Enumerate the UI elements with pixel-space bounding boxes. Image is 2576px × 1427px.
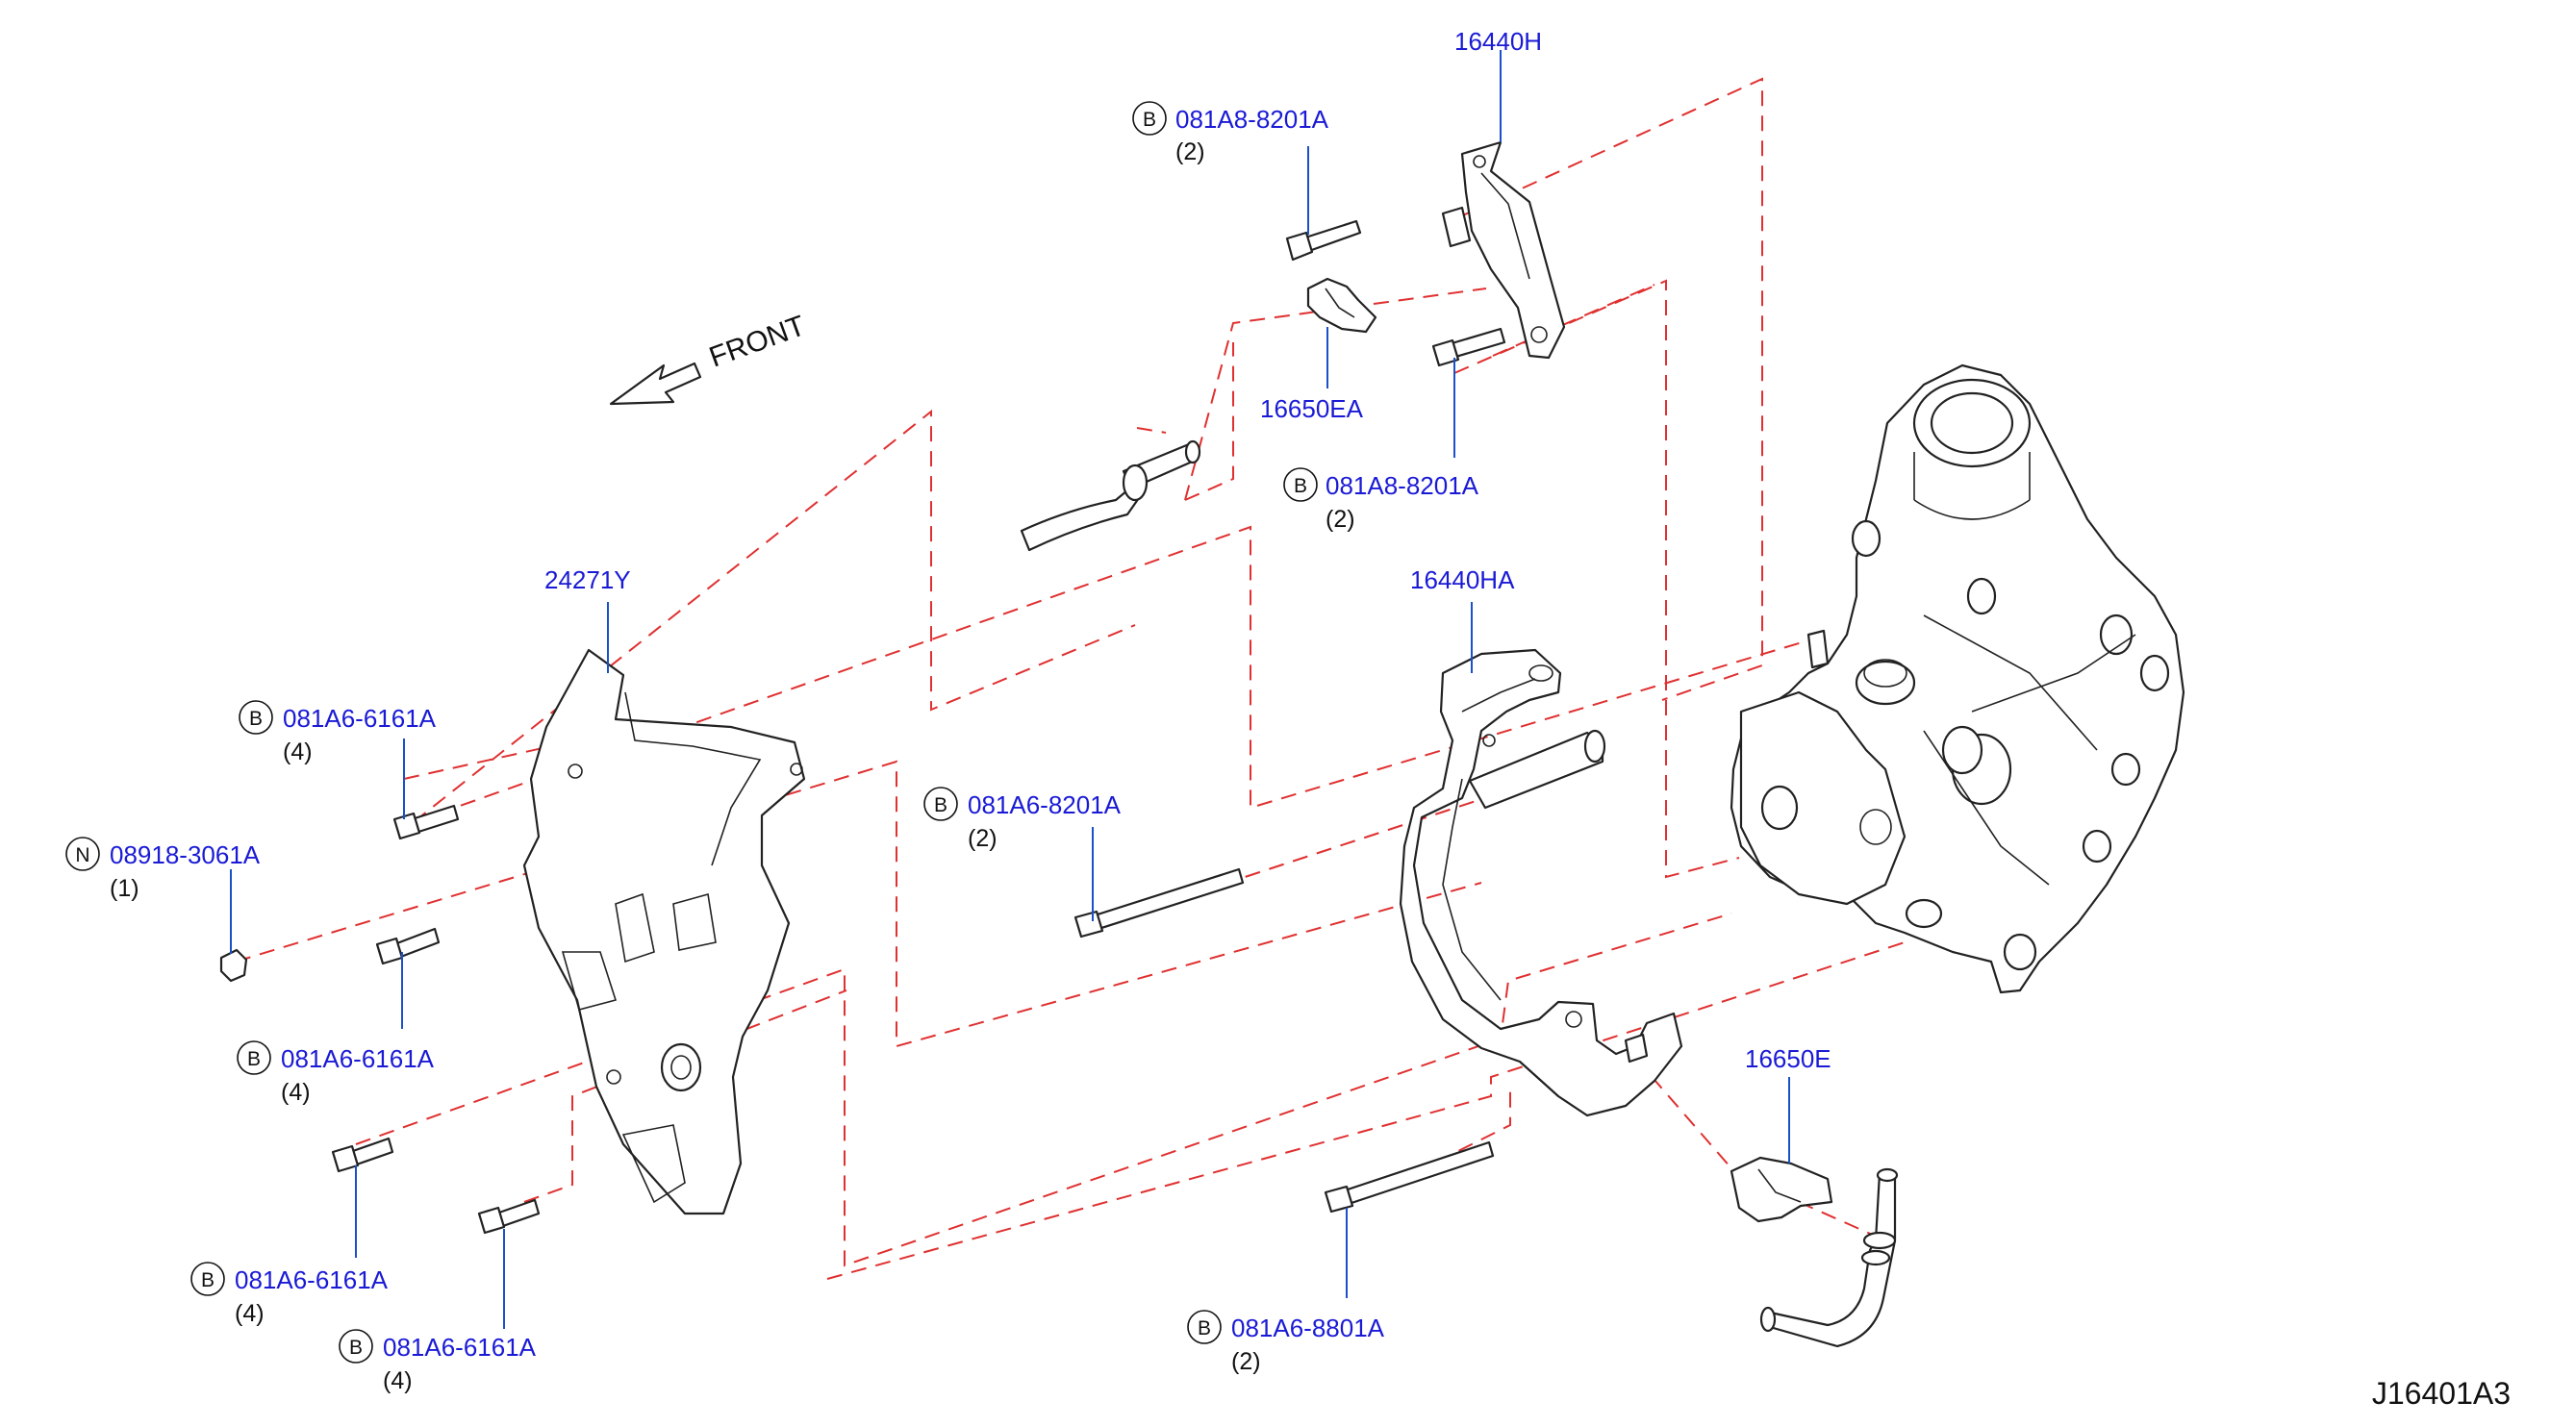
callout-081A6-6161A-b: B 081A6-6161A (4) [237, 1040, 435, 1106]
label-24271Y: 24271Y [544, 565, 631, 594]
nut-08918-3061A [219, 948, 248, 983]
callout-081A6-8201A: B 081A6-8201A (2) [923, 787, 1122, 852]
marker-b: B [249, 708, 263, 730]
clip-16650E [1730, 1156, 1833, 1223]
front-arrow-icon [609, 362, 702, 406]
quantity: (4) [283, 739, 313, 765]
callout-08918-3061A: N 08918-3061A (1) [65, 837, 261, 902]
engine-fuel-pump-housing [1730, 363, 2185, 994]
quantity: (4) [235, 1300, 265, 1327]
bolt-081A6-6161A-b [375, 927, 441, 965]
quantity: (2) [1231, 1348, 1261, 1375]
marker-b: B [934, 794, 947, 816]
quantity: (4) [383, 1367, 413, 1394]
callout-081A6-6161A-d: B 081A6-6161A (4) [339, 1329, 537, 1394]
part-number: 081A6-8201A [968, 790, 1122, 819]
bolt-081A6-6161A-d [477, 1198, 541, 1235]
leader-lines [230, 50, 1790, 1329]
bolt-081A6-8801A [1324, 1140, 1495, 1214]
bolt-081A8-8201A-upper [1285, 219, 1362, 262]
quantity: (2) [1175, 138, 1205, 165]
callout-081A6-6161A-a: B 081A6-6161A (4) [239, 700, 437, 765]
quantity: (1) [110, 875, 139, 902]
clip-16650EA [1306, 277, 1377, 334]
bracket-16440H [1441, 140, 1566, 360]
label-16440H: 16440H [1454, 27, 1542, 56]
heat-shield-24271Y [522, 648, 806, 1215]
part-number: 08918-3061A [110, 840, 261, 869]
marker-b: B [1294, 475, 1307, 497]
marker-b: B [349, 1337, 363, 1359]
part-number: 081A8-8201A [1326, 471, 1479, 500]
marker-b: B [1198, 1317, 1211, 1339]
marker-b: B [247, 1048, 261, 1070]
callout-081A8-8201A-upper: B 081A8-8201A (2) [1132, 101, 1329, 165]
part-number: 081A6-6161A [283, 704, 437, 733]
callout-081A6-6161A-c: B 081A6-6161A (4) [190, 1262, 389, 1327]
assembly-guide-lines [235, 77, 1906, 1280]
callout-081A6-8801A: B 081A6-8801A (2) [1187, 1310, 1385, 1375]
fuel-hose-lower [1759, 1167, 1899, 1348]
part-number: 081A6-8801A [1231, 1314, 1385, 1342]
bolt-081A6-6161A-c [331, 1137, 394, 1173]
figure-code: J16401A3 [2372, 1376, 2511, 1411]
part-number: 081A8-8201A [1175, 105, 1329, 134]
bolt-081A6-6161A-a [392, 804, 460, 840]
quantity: (2) [1326, 506, 1355, 533]
marker-n: N [75, 844, 89, 866]
front-label: FRONT [705, 310, 809, 373]
callout-081A8-8201A-lower: B 081A8-8201A (2) [1283, 467, 1479, 533]
label-16440HA: 16440HA [1410, 565, 1515, 594]
part-number: 081A6-6161A [281, 1044, 435, 1073]
marker-b: B [201, 1269, 215, 1291]
bolt-081A6-8201A [1073, 867, 1245, 939]
quantity: (4) [281, 1079, 311, 1106]
marker-b: B [1143, 109, 1156, 131]
part-number: 081A6-6161A [383, 1333, 537, 1362]
label-16650EA: 16650EA [1260, 394, 1364, 423]
fuel-hose-upper [1020, 439, 1201, 552]
part-number: 081A6-6161A [235, 1265, 389, 1294]
bolt-081A8-8201A-lower [1431, 327, 1506, 367]
quantity: (2) [968, 825, 998, 852]
bracket-16440HA [1399, 648, 1683, 1117]
label-16650E: 16650E [1745, 1044, 1831, 1073]
